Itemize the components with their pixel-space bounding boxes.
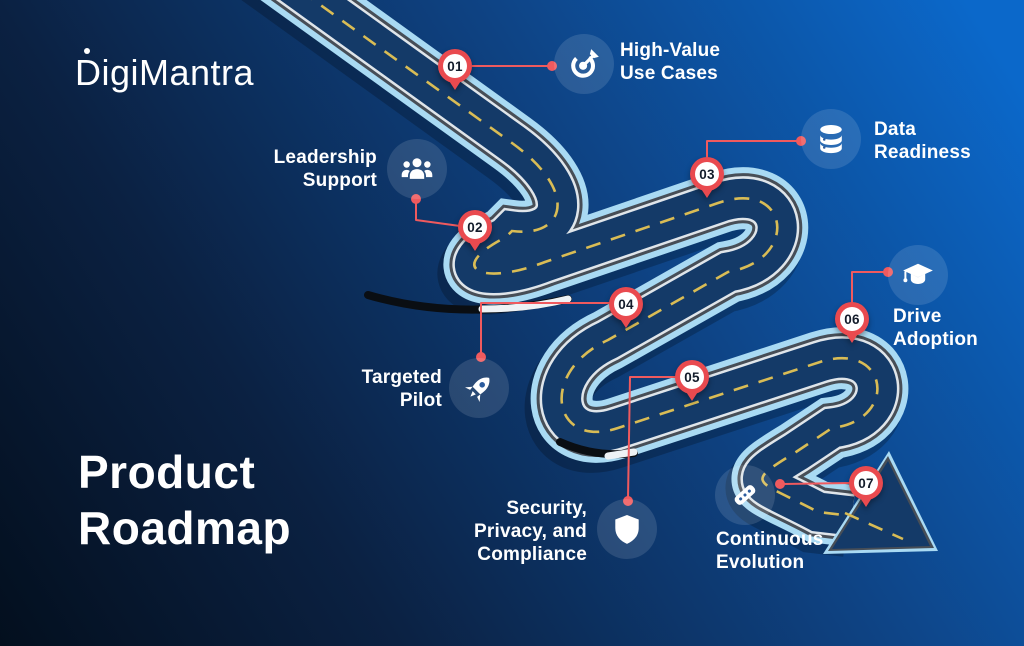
milestone-pin-06: 06 bbox=[835, 302, 869, 336]
connector-dot-01 bbox=[547, 61, 557, 71]
connector-dot-03 bbox=[796, 136, 806, 146]
connector-dot-04 bbox=[476, 352, 486, 362]
milestone-label-05: Security, Privacy, and Compliance bbox=[474, 497, 587, 566]
milestone-icon-bubble-03 bbox=[801, 109, 861, 169]
pin-number: 03 bbox=[695, 162, 719, 186]
rocket-icon bbox=[464, 377, 490, 403]
milestone-pin-02: 02 bbox=[458, 210, 492, 244]
milestone-pin-05: 05 bbox=[675, 360, 709, 394]
milestone-icon-bubble-04 bbox=[449, 358, 509, 418]
milestone-pin-01: 01 bbox=[438, 49, 472, 83]
milestone-icon-bubble-05 bbox=[597, 499, 657, 559]
label-line: Data bbox=[874, 119, 916, 140]
page-title-line1: Product bbox=[78, 446, 256, 498]
milestone-label-07: Continuous Evolution bbox=[716, 528, 824, 574]
milestone-label-02: Leadership Support bbox=[274, 146, 377, 192]
milestone-icon-bubble-02 bbox=[387, 139, 447, 199]
milestone-label-01: High-Value Use Cases bbox=[620, 39, 720, 85]
label-line: Readiness bbox=[874, 142, 971, 163]
shield-icon bbox=[615, 515, 639, 544]
label-line: Security, bbox=[506, 498, 587, 519]
milestone-icon-bubble-01 bbox=[554, 34, 614, 94]
milestone-icon-bubble-07 bbox=[715, 465, 775, 525]
milestone-label-04: Targeted Pilot bbox=[362, 366, 442, 412]
label-line: Compliance bbox=[477, 544, 587, 565]
pin-number: 04 bbox=[614, 292, 638, 316]
milestone-pin-03: 03 bbox=[690, 157, 724, 191]
connector-dot-07 bbox=[775, 479, 785, 489]
pin-number: 01 bbox=[443, 54, 467, 78]
pin-number: 07 bbox=[854, 471, 878, 495]
milestone-label-03: Data Readiness bbox=[874, 118, 971, 164]
milestone-icon-bubble-06 bbox=[888, 245, 948, 305]
label-line: High-Value bbox=[620, 40, 721, 61]
label-line: Support bbox=[302, 170, 377, 191]
connector-line-04 bbox=[480, 302, 611, 354]
logo-dot bbox=[84, 48, 90, 54]
label-line: Evolution bbox=[716, 552, 805, 573]
pin-number: 06 bbox=[840, 307, 864, 331]
label-line: Adoption bbox=[893, 329, 978, 350]
label-line: Drive bbox=[893, 306, 942, 327]
team-icon bbox=[401, 158, 433, 179]
milestone-pin-07: 07 bbox=[849, 466, 883, 500]
road-end-arrowhead bbox=[823, 451, 938, 554]
label-line: Use Cases bbox=[620, 63, 718, 84]
label-line: Leadership bbox=[273, 147, 377, 168]
connector-line-02 bbox=[415, 199, 461, 227]
brand-logo: DigiMantra bbox=[75, 48, 255, 94]
pin-number: 02 bbox=[463, 215, 487, 239]
page-title-line2: Roadmap bbox=[78, 502, 292, 554]
label-line: Pilot bbox=[399, 390, 442, 411]
connector-dot-06 bbox=[883, 267, 893, 277]
connector-dot-05 bbox=[623, 496, 633, 506]
milestone-pin-04: 04 bbox=[609, 287, 643, 321]
connector-lines bbox=[411, 61, 893, 506]
milestone-label-06: Drive Adoption bbox=[893, 305, 978, 351]
target-icon bbox=[571, 49, 599, 78]
label-line: Continuous bbox=[716, 529, 824, 550]
connector-dot-02 bbox=[411, 194, 421, 204]
connector-line-05 bbox=[627, 376, 677, 500]
graduation-cap-icon bbox=[903, 263, 933, 284]
connector-line-03 bbox=[706, 140, 799, 160]
database-icon bbox=[820, 125, 842, 154]
label-line: Privacy, and bbox=[474, 521, 587, 542]
connector-line-06 bbox=[851, 271, 885, 306]
pin-number: 05 bbox=[680, 365, 704, 389]
page-title: Product Roadmap bbox=[78, 444, 291, 556]
brand-name: DigiMantra bbox=[75, 52, 255, 93]
ruler-icon bbox=[734, 485, 756, 505]
label-line: Targeted bbox=[361, 367, 442, 388]
connector-line-07 bbox=[782, 482, 852, 485]
